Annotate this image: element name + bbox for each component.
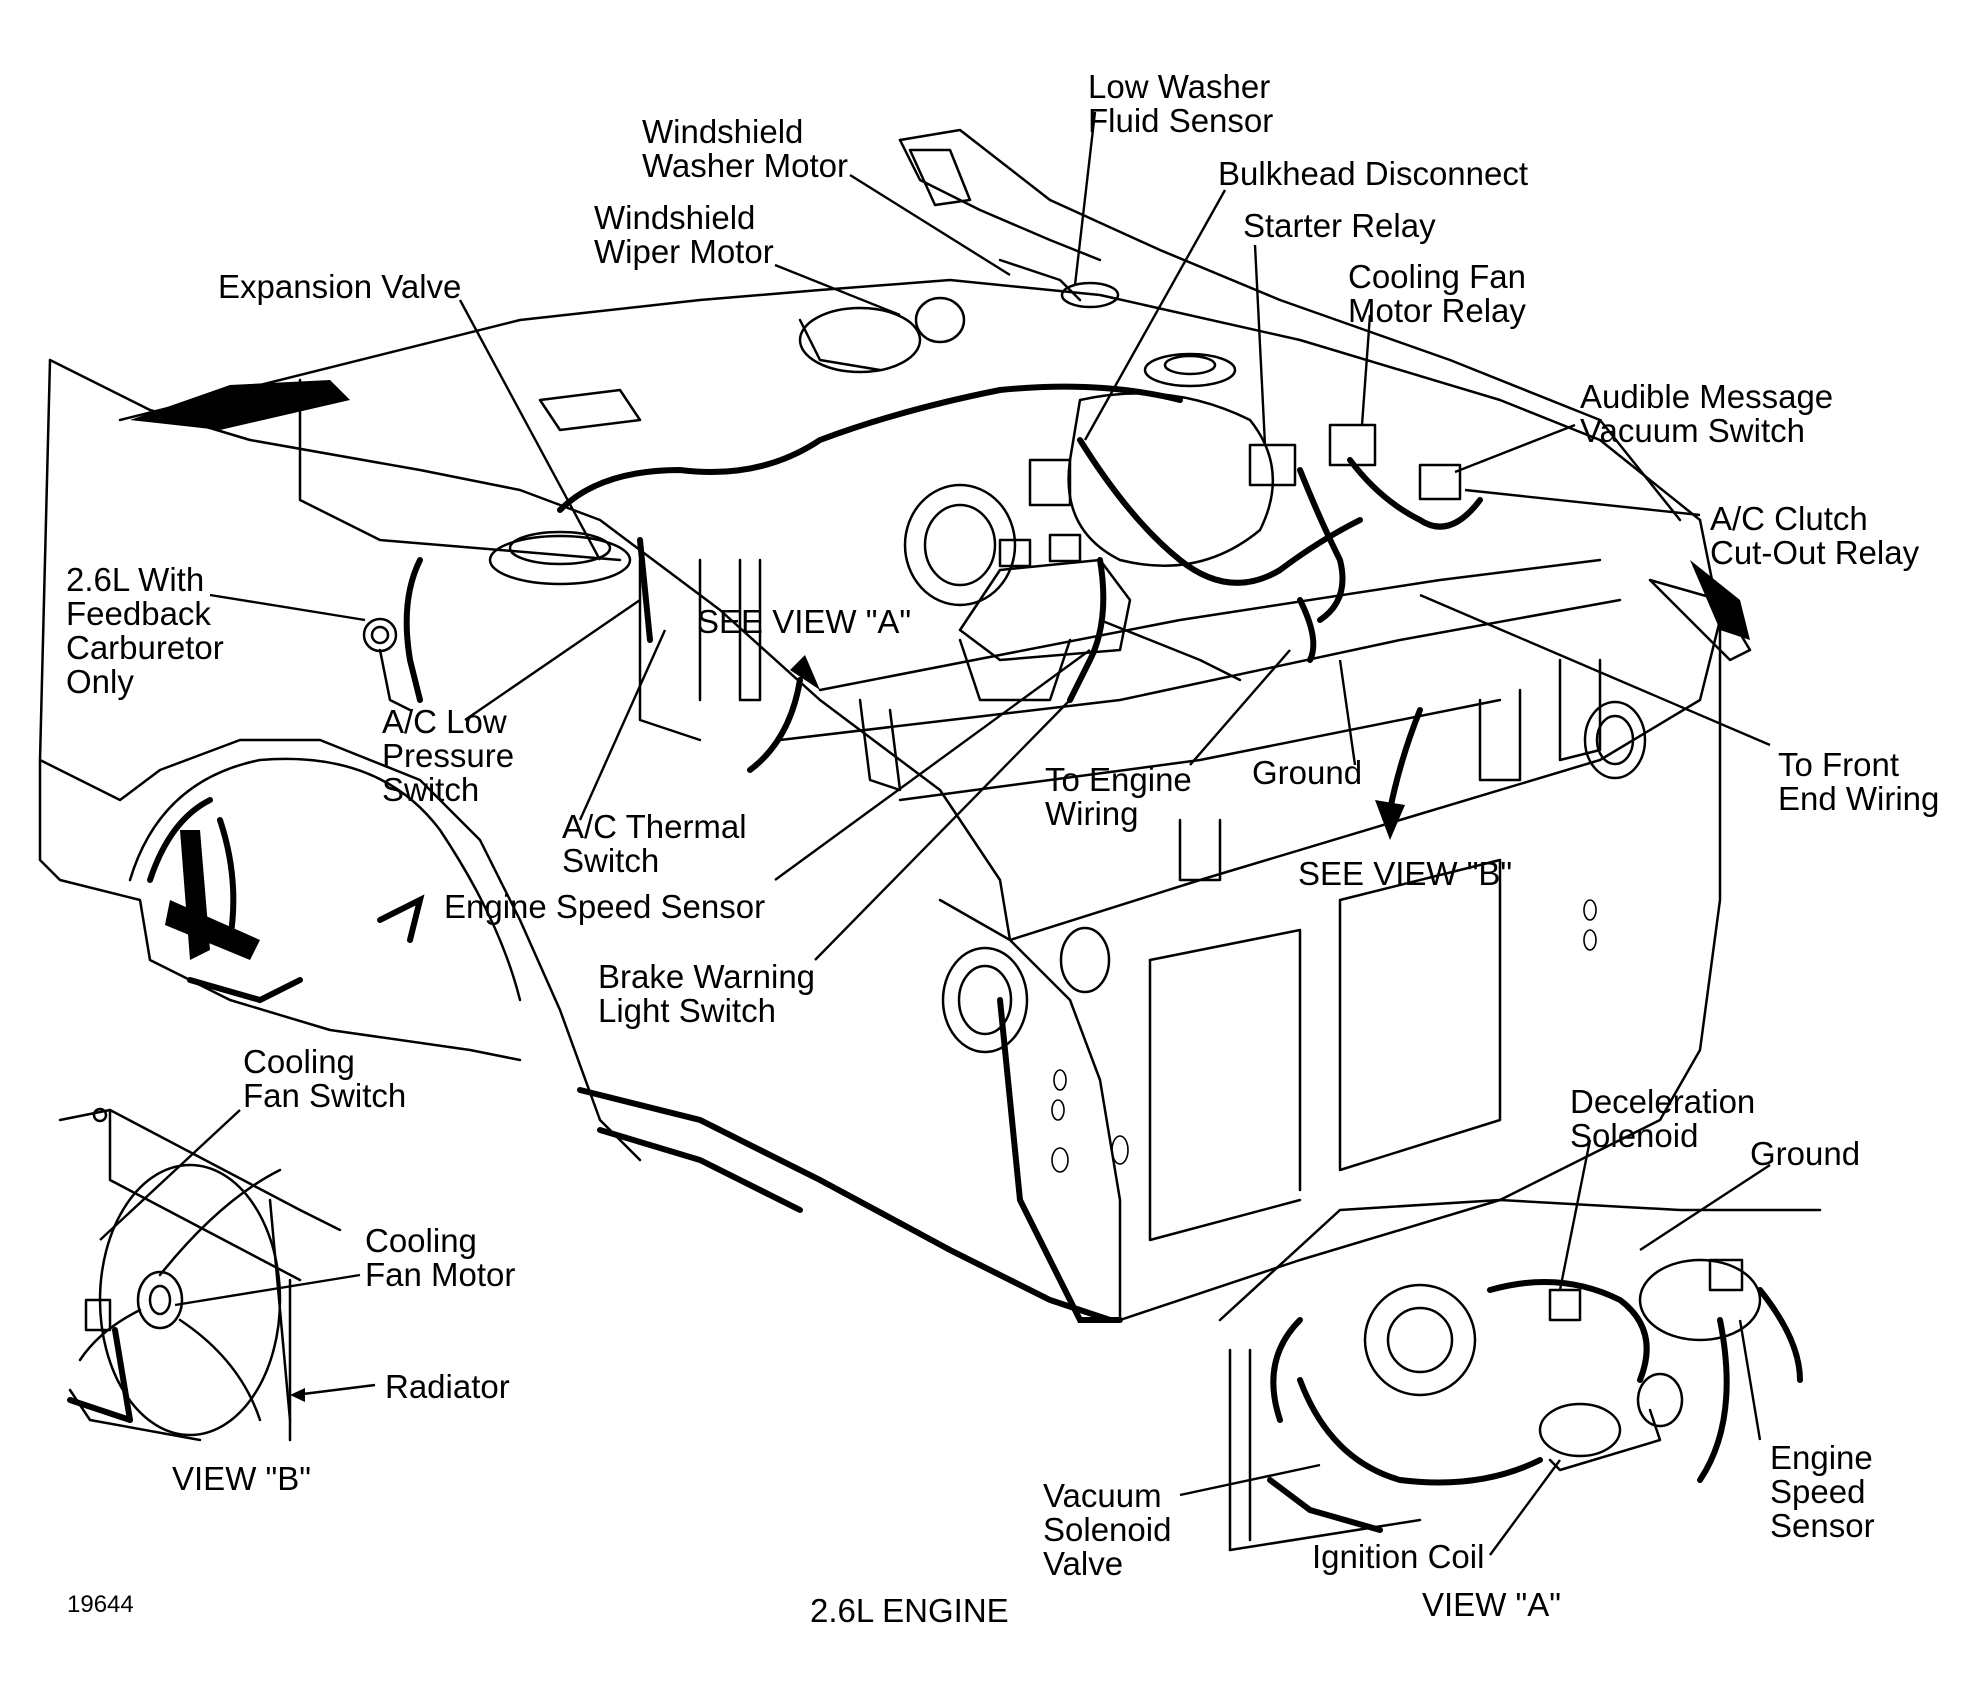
leader-lines <box>99 111 1771 1556</box>
to-front-end-wiring-label: To Front End Wiring <box>1778 746 1940 817</box>
ac-low-pressure-switch-label: A/C Low Pressure Switch <box>382 703 515 808</box>
bulkhead-disconnect-label: Bulkhead Disconnect <box>1218 155 1529 192</box>
audible-message-vacuum-switch-label: Audible Message Vacuum Switch <box>1580 378 1834 449</box>
to-engine-wiring-label: To Engine Wiring <box>1045 761 1192 832</box>
ac-clutch-cutout-relay-label: A/C Clutch Cut-Out Relay <box>1710 500 1920 571</box>
ground-view-a-label: Ground <box>1750 1135 1861 1172</box>
windshield-wiper-motor-label: Windshield Wiper Motor <box>594 199 774 270</box>
feedback-carburetor-label: 2.6L With Feedback Carburetor Only <box>66 561 224 700</box>
low-washer-fluid-sensor-label: Low Washer Fluid Sensor <box>1088 68 1274 139</box>
view-a-caption: VIEW "A" <box>1422 1586 1561 1623</box>
radiator-label: Radiator <box>385 1368 510 1405</box>
see-view-a-label: SEE VIEW "A" <box>697 603 912 640</box>
engine-speed-sensor-label: Engine Speed Sensor <box>444 888 766 925</box>
engine-caption: 2.6L ENGINE <box>810 1592 1009 1629</box>
cooling-fan-motor-label: Cooling Fan Motor <box>365 1222 516 1293</box>
see-view-b-label: SEE VIEW "B" <box>1298 855 1513 892</box>
windshield-washer-motor-label: Windshield Washer Motor <box>642 113 848 184</box>
expansion-valve-label: Expansion Valve <box>218 268 462 305</box>
engine-speed-sensor-view-a-label: Engine Speed Sensor <box>1770 1439 1875 1544</box>
starter-relay-label: Starter Relay <box>1243 207 1436 244</box>
ignition-coil-label: Ignition Coil <box>1312 1538 1485 1575</box>
figure-number: 19644 <box>67 1591 134 1618</box>
cooling-fan-motor-relay-label: Cooling Fan Motor Relay <box>1348 258 1526 329</box>
deceleration-solenoid-label: Deceleration Solenoid <box>1570 1083 1756 1154</box>
brake-warning-light-switch-label: Brake Warning Light Switch <box>598 958 816 1029</box>
vacuum-solenoid-valve-label: Vacuum Solenoid Valve <box>1043 1477 1172 1582</box>
view-b-caption: VIEW "B" <box>172 1460 311 1497</box>
ground-main-label: Ground <box>1252 754 1363 791</box>
ac-thermal-switch-label: A/C Thermal Switch <box>562 808 747 879</box>
cooling-fan-switch-label: Cooling Fan Switch <box>243 1043 407 1114</box>
